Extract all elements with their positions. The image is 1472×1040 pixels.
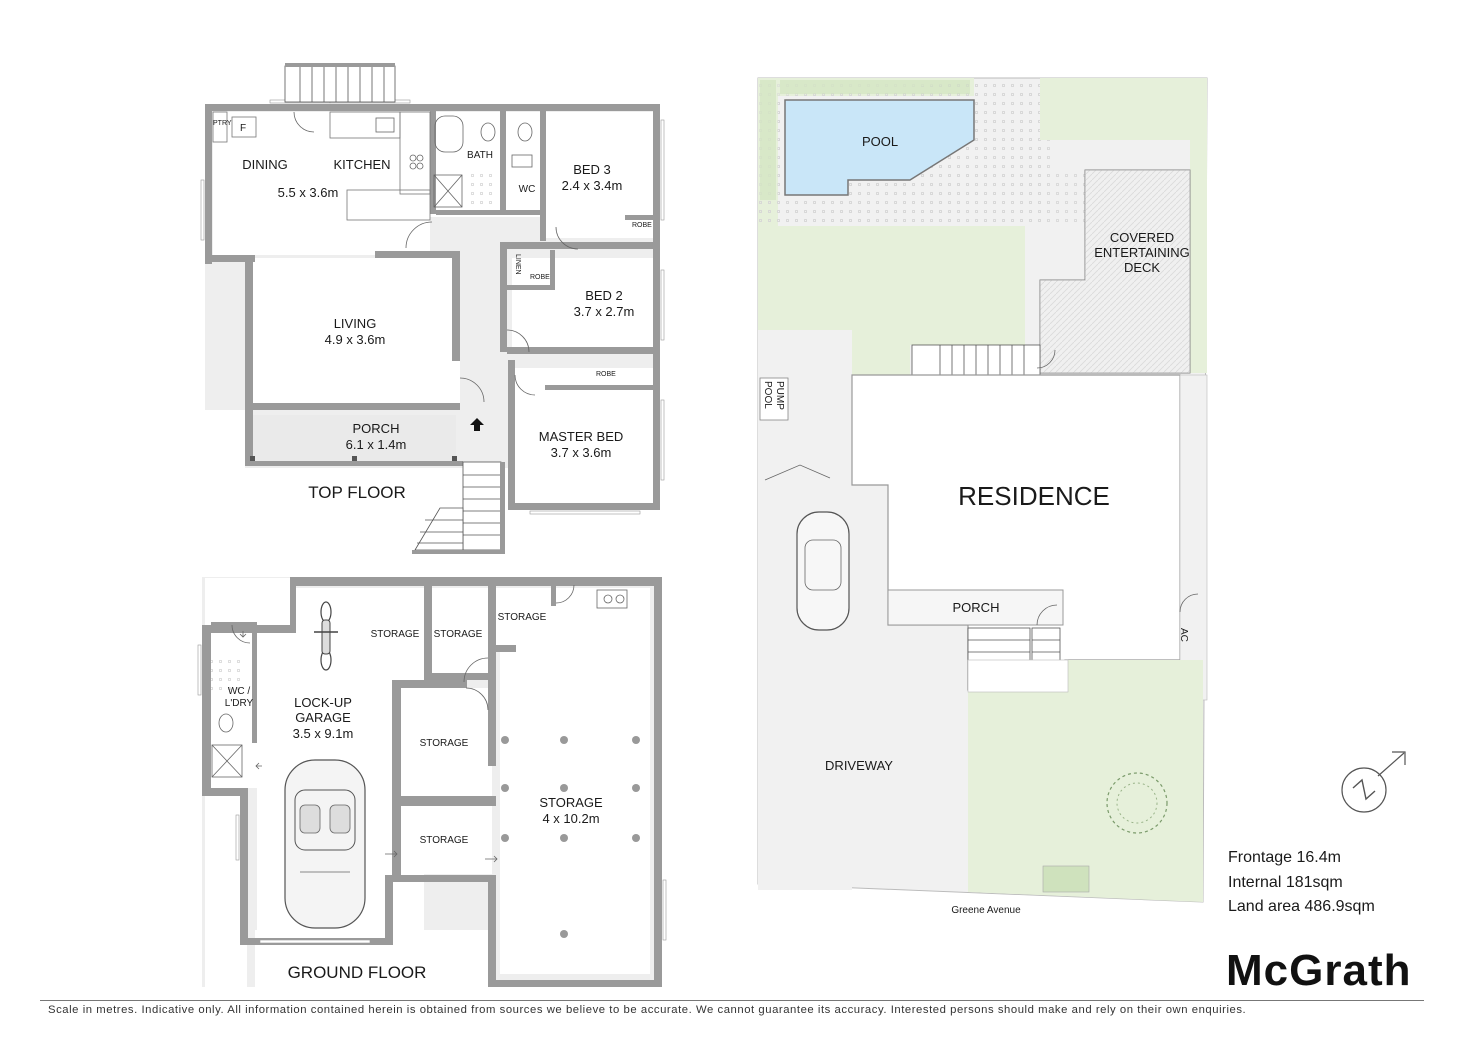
room-label-bath: BATH bbox=[467, 150, 493, 161]
info-frontage: Frontage 16.4m bbox=[1228, 849, 1341, 866]
room-dims-storage-main: 4 x 10.2m bbox=[542, 811, 599, 826]
floor-title-top: TOP FLOOR bbox=[308, 483, 406, 502]
site-label-pool-pump-1: POOL bbox=[762, 381, 773, 409]
site-label-deck-3: DECK bbox=[1124, 260, 1160, 275]
pool-shape bbox=[784, 99, 975, 196]
ground-floor-plan bbox=[197, 577, 667, 990]
top-floor-plan bbox=[200, 63, 665, 554]
room-label-robe-bed2: ROBE bbox=[530, 274, 550, 281]
room-dims-garage: 3.5 x 9.1m bbox=[293, 726, 354, 741]
site-label-driveway: DRIVEWAY bbox=[825, 758, 893, 773]
disclaimer-text: Scale in metres. Indicative only. All in… bbox=[48, 1004, 1247, 1016]
room-label-storage-a: STORAGE bbox=[371, 629, 420, 640]
car-icon bbox=[284, 759, 366, 929]
room-label-storage-main: STORAGE bbox=[539, 795, 603, 810]
room-dims-bed3: 2.4 x 3.4m bbox=[562, 178, 623, 193]
room-label-garage-1: LOCK-UP bbox=[294, 695, 352, 710]
room-label-living: LIVING bbox=[334, 316, 377, 331]
info-internal: Internal 181sqm bbox=[1228, 874, 1343, 891]
room-label-linen: LINEN bbox=[514, 254, 521, 275]
room-label-robe-bed3: ROBE bbox=[632, 222, 652, 229]
room-dims-porch-top: 6.1 x 1.4m bbox=[346, 437, 407, 452]
footer-divider bbox=[40, 1000, 1424, 1001]
room-dims-master-bed: 3.7 x 3.6m bbox=[551, 445, 612, 460]
room-label-wc-ldry-1: WC / bbox=[228, 686, 250, 697]
brand-logo: McGrath bbox=[1226, 946, 1412, 995]
site-label-pool: POOL bbox=[862, 134, 898, 149]
room-label-storage-e: STORAGE bbox=[420, 835, 469, 846]
site-plan bbox=[757, 77, 1406, 903]
site-label-porch: PORCH bbox=[953, 600, 1000, 615]
room-dims-bed2: 3.7 x 2.7m bbox=[574, 304, 635, 319]
site-car-icon bbox=[796, 511, 850, 631]
motorcycle-icon bbox=[314, 601, 338, 671]
site-label-ac: AC bbox=[1178, 628, 1189, 642]
north-arrow-icon bbox=[1341, 751, 1406, 813]
room-label-master-bed: MASTER BED bbox=[539, 429, 624, 444]
floor-title-ground: GROUND FLOOR bbox=[288, 963, 427, 982]
room-label-robe-master: ROBE bbox=[596, 371, 616, 378]
room-label-wc-ldry-2: L'DRY bbox=[225, 698, 254, 709]
street-name: Greene Avenue bbox=[951, 905, 1021, 916]
room-dims-living: 4.9 x 3.6m bbox=[325, 332, 386, 347]
fridge-label: F bbox=[240, 123, 246, 134]
room-label-wc: WC bbox=[519, 184, 536, 195]
site-label-pool-pump-2: PUMP bbox=[774, 381, 785, 410]
room-label-porch-top: PORCH bbox=[353, 421, 400, 436]
room-label-bed3: BED 3 bbox=[573, 162, 611, 177]
room-label-bed2: BED 2 bbox=[585, 288, 623, 303]
site-label-deck-2: ENTERTAINING bbox=[1094, 245, 1190, 260]
site-label-deck-1: COVERED bbox=[1110, 230, 1174, 245]
top-floor-labels: DINING KITCHEN 5.5 x 3.6m PTRY F BATH WC… bbox=[213, 120, 652, 502]
room-label-kitchen: KITCHEN bbox=[333, 157, 390, 172]
room-label-storage-c: STORAGE bbox=[498, 612, 547, 623]
site-plan-labels: POOL COVERED ENTERTAINING DECK POOL PUMP… bbox=[762, 134, 1190, 916]
room-dims-kitchen: 5.5 x 3.6m bbox=[278, 185, 339, 200]
room-label-storage-b: STORAGE bbox=[434, 629, 483, 640]
ground-floor-labels: WC / L'DRY LOCK-UP GARAGE 3.5 x 9.1m STO… bbox=[225, 612, 603, 982]
room-label-pantry: PTRY bbox=[213, 120, 232, 127]
tree-icon bbox=[1106, 772, 1168, 834]
info-land-area: Land area 486.9sqm bbox=[1228, 898, 1375, 915]
room-label-storage-d: STORAGE bbox=[420, 738, 469, 749]
room-label-dining: DINING bbox=[242, 157, 288, 172]
room-label-garage-2: GARAGE bbox=[295, 710, 351, 725]
garden-bed-front bbox=[1042, 865, 1090, 893]
site-label-residence: RESIDENCE bbox=[958, 481, 1110, 511]
